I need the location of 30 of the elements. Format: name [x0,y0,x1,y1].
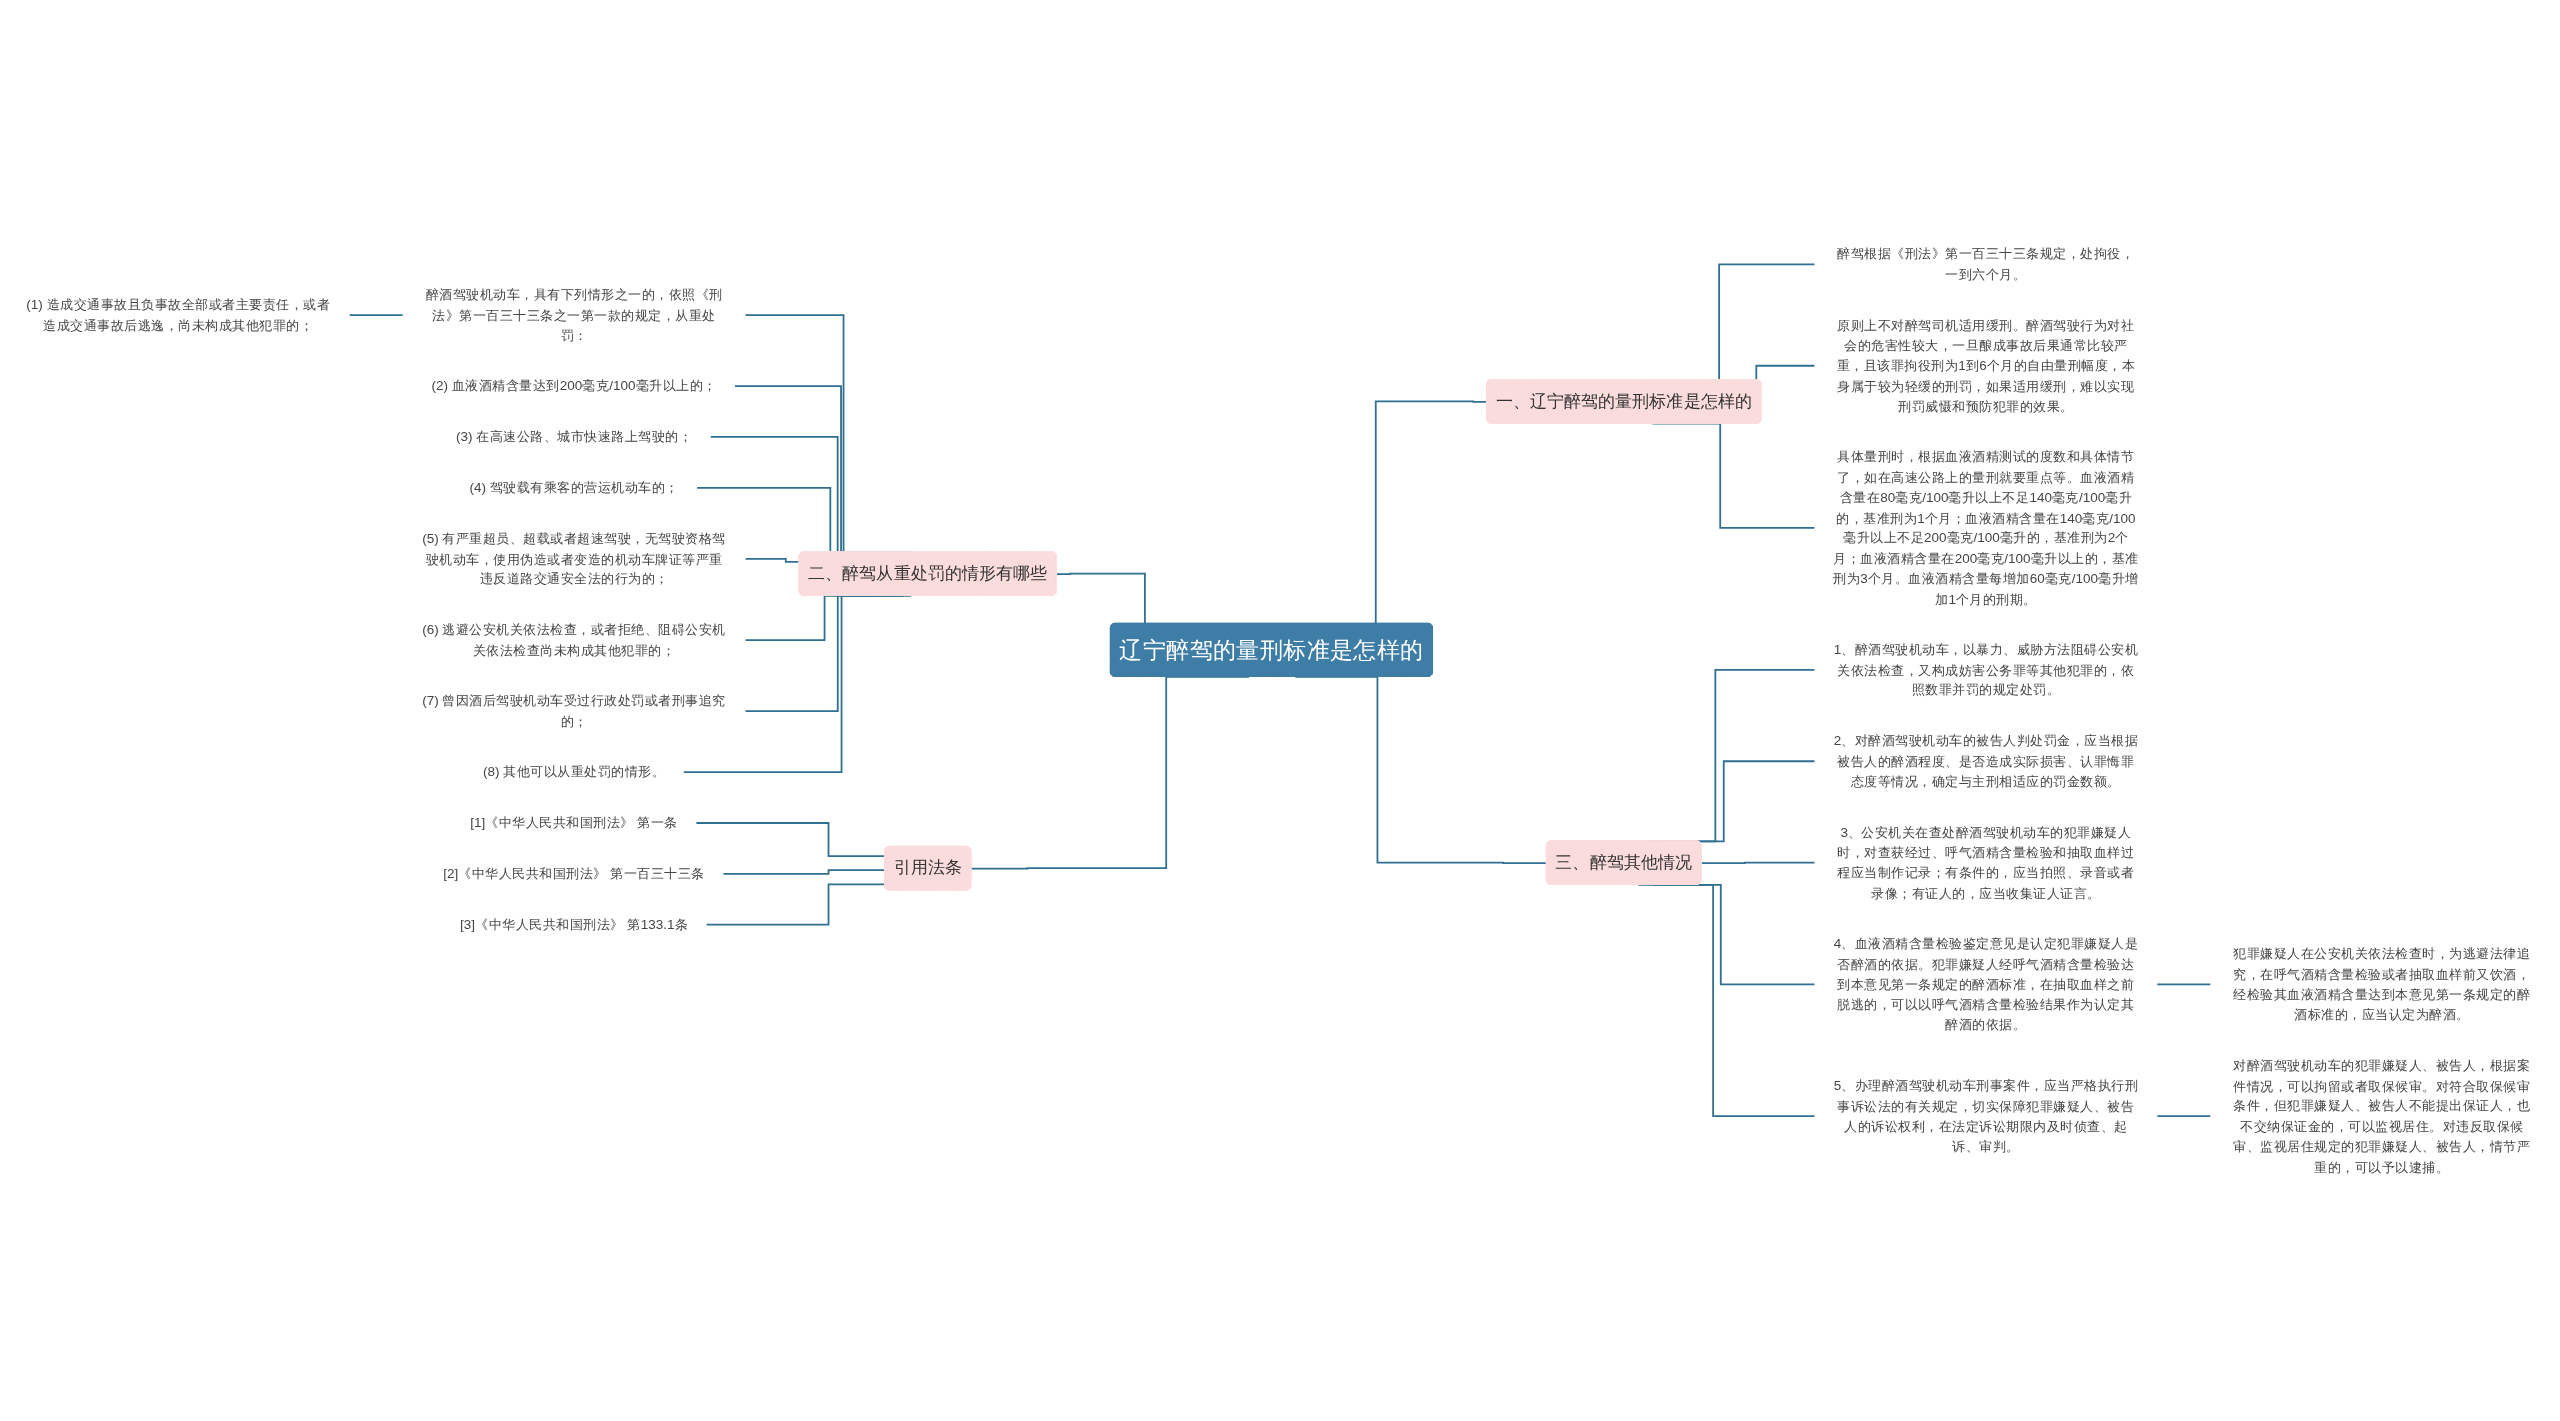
node-text: 具体量刑时，根据血液酒精测试的度数和具体情节了，如在高速公路上的量刑就要重点等。血液酒精含量在80毫克/100毫升以上不足140毫克/100毫升的，基准刑为1个月；血液酒精含量在140毫克/100毫升以上不足200毫克/100毫升的，基准刑为2个月；血液酒精含量在200毫克/100毫升以上的，基准刑为3个月。血液酒精含量每增加60毫克/100毫升增加1个月的刑期。 [1833,448,2139,606]
node-text: (6) 逃避公安机关依法检查，或者拒绝、阻碍公安机关依法检查尚未构成其他犯罪的； [422,621,726,658]
node-text: 4、血液酒精含量检验鉴定意见是认定犯罪嫌疑人是否醉酒的依据。犯罪嫌疑人经呼气酒精含量检验达到本意见第一条规定的醉酒标准，在抽取血样之前脱逃的，可以以呼气酒精含量检验结果作为认定其醉酒的依据。 [1833,935,2139,1032]
node-text: 5、办理醉酒驾驶机动车刑事案件，应当严格执行刑事诉讼法的有关规定，切实保障犯罪嫌疑人、被告人的诉讼权利，在法定诉讼期限内及时侦查、起诉、审判。 [1833,1077,2139,1154]
connector [348,314,404,316]
connector [744,558,801,563]
node-text: 1、醉酒驾驶机动车，以暴力、威胁方法阻碍公安机关依法检查，又构成妨害公务罪等其他犯罪的，依照数罪并罚的规定处罚。 [1833,641,2139,698]
node-text: (5) 有严重超员、超载或者超速驾驶，无驾驶资格驾驶机动车，使用伪造或者变造的机动车牌证等严重违反道路交通安全法的行为的； [422,530,726,587]
connector [705,883,886,926]
node-text: [2]《中华人民共和国刑法》 第一百三十三条 [443,865,705,881]
connector [722,869,886,875]
connector [695,822,886,857]
node-text: 醉驾根据《刑法》第一百三十三条规定，处拘役，一到六个月。 [1837,245,2135,282]
connector [2156,1115,2212,1118]
connector [2156,983,2212,986]
node-text: 醉酒驾驶机动车，具有下列情形之一的，依照《刑法》第一百三十三条之一第一款的规定，从重处罚： [425,286,723,343]
connector [1700,861,1816,865]
node-text: (3) 在高速公路、城市快速路上驾驶的； [455,428,693,444]
node-text: (2) 血液酒精含量达到200毫克/100毫升以上的； [431,377,717,394]
node-text: (7) 曾因酒后驾驶机动车受过行政处罚或者刑事追究的； [422,692,726,729]
node-text: [3]《中华人民共和国刑法》 第133.1条 [460,916,689,932]
node-text: 2、对醉酒驾驶机动车的被告人判处罚金，应当根据被告人的醉酒程度、是否造成实际损害、认罪悔罪态度等情况，确定与主刑相适应的罚金数额。 [1833,732,2139,789]
node-text: [1]《中华人民共和国刑法》 第一条 [470,814,678,830]
node-text: 原则上不对醉驾司机适用缓刑。醉酒驾驶行为对社会的危害性较大，一旦酿成事故后果通常比较严重，且该罪拘役刑为1到6个月的自由量刑幅度，本身属于较为轻缓的刑罚，如果适用缓刑，难以实现刑罚威慑和预防犯罪的效果。 [1836,316,2136,414]
node-text: 对醉酒驾驶机动车的犯罪嫌疑人、被告人，根据案件情况，可以拘留或者取保候审。对符合取保候审条件，但犯罪嫌疑人、被告人不能提出保证人，也不交纳保证金的，可以监视居住。对违反取保候审、监视居住规定的犯罪嫌疑人、被告人，情节严重的，可以予以逮捕。 [2233,1057,2531,1174]
node-text: 犯罪嫌疑人在公安机关依法检查时，为逃避法律追究，在呼气酒精含量检验或者抽取血样前又饮酒，经检验其血液酒精含量达到本意见第一条规定的醉酒标准的，应当认定为醉酒。 [2233,945,2531,1022]
node-text: (4) 驾驶载有乘客的营运机动车的； [469,479,679,495]
node-text: (1) 造成交通事故且负事故全部或者主要责任，或者造成交通事故后逃逸，尚未构成其他犯罪的； [26,296,331,333]
node-text: 3、公安机关在查处醉酒驾驶机动车的犯罪嫌疑人时，对查获经过、呼气酒精含量检验和抽取血样过程应当制作记录；有条件的，应当拍照、录音或者录像；有证人的，应当收集证人证言。 [1837,823,2135,901]
node-text: (8) 其他可以从重处罚的情形。 [482,763,666,780]
